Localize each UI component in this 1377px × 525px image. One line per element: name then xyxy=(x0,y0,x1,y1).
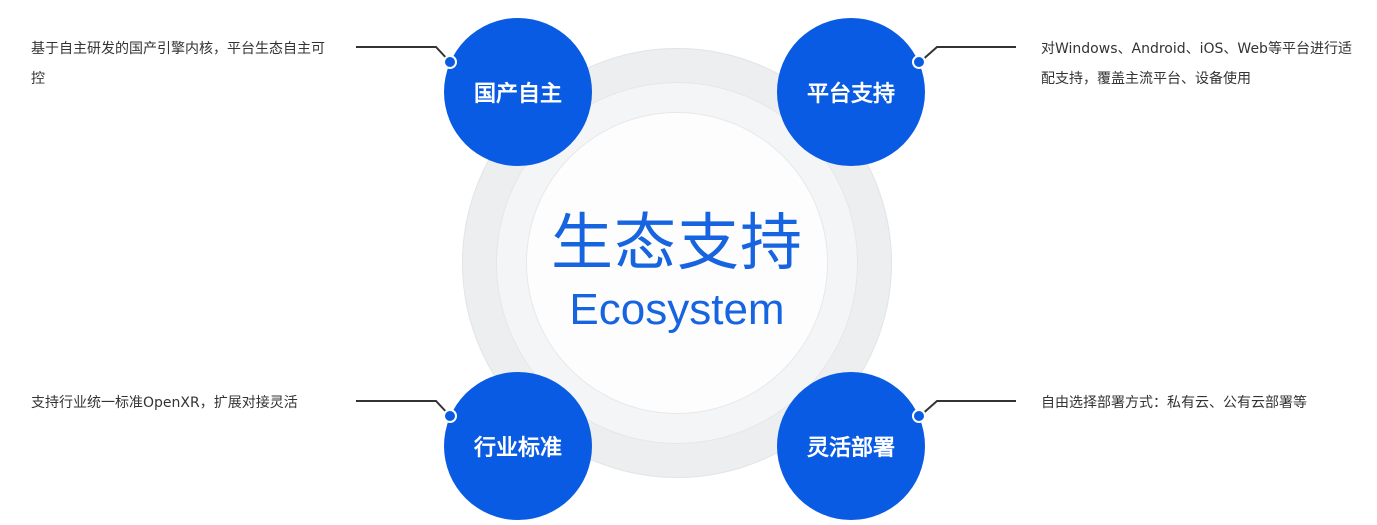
connector-dot-platform xyxy=(912,55,926,69)
node-platform: 平台支持 xyxy=(777,18,925,166)
connector-dot-domestic xyxy=(443,55,457,69)
node-domestic: 国产自主 xyxy=(444,18,592,166)
node-deploy: 灵活部署 xyxy=(777,372,925,520)
node-standard: 行业标准 xyxy=(444,372,592,520)
node-domestic-label: 国产自主 xyxy=(473,82,562,107)
description-deploy: 自由选择部署方式：私有云、公有云部署等 xyxy=(1041,395,1307,411)
connector-line-platform xyxy=(919,46,1016,63)
center-subtitle: Ecosystem xyxy=(569,285,785,334)
node-deploy-label: 灵活部署 xyxy=(806,436,895,461)
center-title: 生态支持 xyxy=(550,206,803,279)
inner-circle xyxy=(527,113,827,413)
description-standard: 支持行业统一标准OpenXR，扩展对接灵活 xyxy=(31,395,298,411)
connector-line-domestic xyxy=(356,46,451,63)
node-platform-label: 平台支持 xyxy=(806,82,895,107)
connector-dot-deploy xyxy=(912,409,926,423)
node-standard-label: 行业标准 xyxy=(473,436,562,461)
connector-line-standard xyxy=(356,400,451,417)
description-platform: 对Windows、Android、iOS、Web等平台进行适配支持，覆盖主流平台… xyxy=(1041,41,1352,87)
connector-line-deploy xyxy=(919,400,1016,417)
description-domestic: 基于自主研发的国产引擎内核，平台生态自主可控 xyxy=(31,41,325,87)
connector-dot-standard xyxy=(443,409,457,423)
